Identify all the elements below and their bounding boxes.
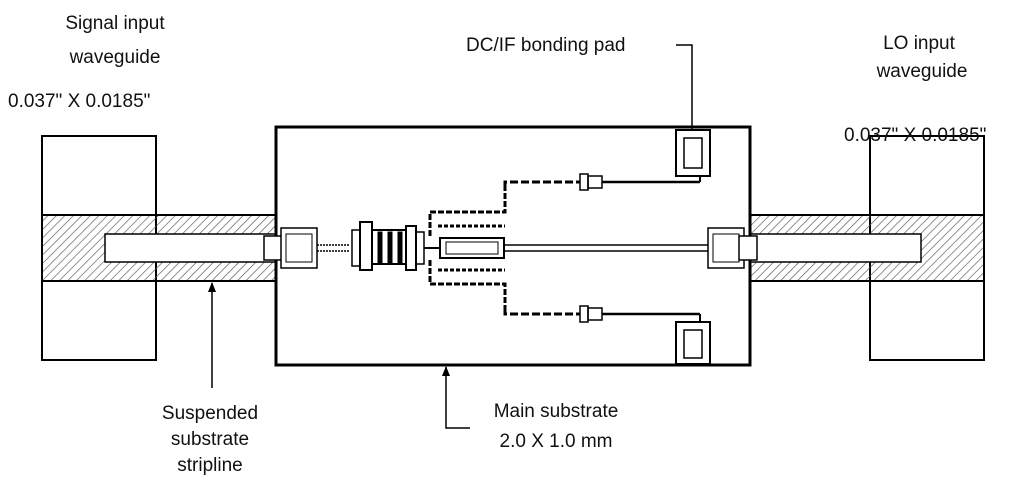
leader-suspended [208, 282, 216, 388]
main-substrate-line1: Main substrate [493, 401, 619, 422]
main-substrate [274, 125, 752, 367]
left-stripline-channel [41, 214, 286, 282]
lo-input-label: LO input waveguide [830, 32, 1020, 84]
lo-input-line1: LO input [883, 33, 955, 54]
suspended-line3: stripline [177, 455, 243, 476]
signal-input-dimensions: 0.037" X 0.0185" [8, 91, 151, 112]
signal-input-line1: Signal input [65, 13, 165, 34]
signal-input-line2: waveguide [69, 47, 161, 68]
left-transition [263, 227, 350, 269]
right-transition [707, 227, 758, 269]
main-substrate-line2: 2.0 X 1.0 mm [499, 431, 613, 452]
main-substrate-label: Main substrate 2.0 X 1.0 mm [466, 400, 646, 454]
dcif-bonding-pad-bottom [675, 321, 711, 365]
lo-input-dimensions: 0.037" X 0.0185" [844, 125, 987, 146]
dcif-bonding-pad-label: DC/IF bonding pad [466, 35, 626, 56]
suspended-stripline-label: Suspended substrate stripline [130, 402, 290, 478]
leader-dcif [676, 44, 693, 130]
signal-input-label: Signal input waveguide [20, 12, 210, 70]
lo-input-line2: waveguide [876, 61, 968, 82]
mixer-circuitry [351, 156, 708, 324]
leader-main-substrate [442, 366, 470, 429]
dcif-bonding-pad-top [675, 129, 711, 177]
suspended-line1: Suspended [161, 403, 259, 424]
right-stripline-channel [744, 214, 985, 282]
suspended-line2: substrate [170, 429, 250, 450]
